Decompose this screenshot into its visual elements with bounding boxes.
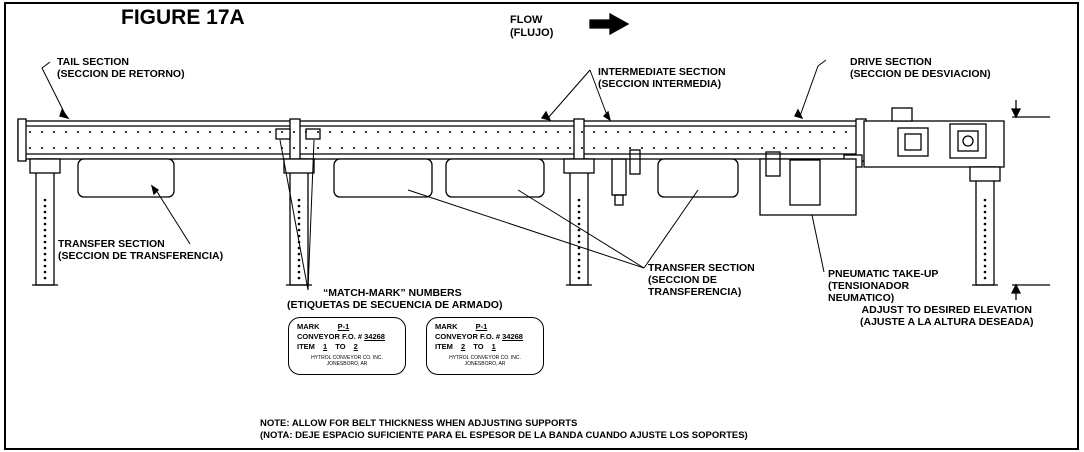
drawing-frame [4, 2, 1079, 450]
tag-fo-value: 34268 [502, 332, 523, 341]
transfer-right-es2: TRANSFERENCIA) [648, 286, 742, 298]
transfer-right-es1: (SECCION DE [648, 274, 717, 286]
note-en: NOTE: ALLOW FOR BELT THICKNESS WHEN ADJU… [260, 418, 578, 429]
intermediate-section-label: INTERMEDIATE SECTION (SECCION INTERMEDIA… [598, 66, 726, 90]
support-legs [29, 158, 1001, 286]
intermediate-section-en: INTERMEDIATE SECTION [598, 66, 726, 78]
transfer-section-left-label: TRANSFER SECTION (SECCION DE TRANSFERENC… [58, 238, 223, 262]
tag-city: JONESBORO, AR [326, 361, 368, 367]
tag-mark-value: P-1 [337, 322, 350, 331]
tag-item-to: 1 [491, 342, 496, 351]
drive-section-en: DRIVE SECTION [850, 56, 932, 68]
tag-item-label: ITEM [297, 342, 315, 351]
transfer-units [77, 158, 739, 198]
tag-fo-label: CONVEYOR F.O. # [297, 332, 363, 341]
pneumatic-takeup-label: PNEUMATIC TAKE-UP (TENSIONADOR NEUMATICO… [828, 268, 938, 304]
tag-item-label: ITEM [435, 342, 453, 351]
conveyor-rail [17, 120, 865, 160]
tag-company: HYTROL CONVEYOR CO. INC. [449, 355, 521, 361]
match-mark-label: “MATCH-MARK” NUMBERS (ETIQUETAS DE SECUE… [287, 287, 502, 311]
tail-section-es: (SECCION DE RETORNO) [57, 68, 185, 80]
tag-company: HYTROL CONVEYOR CO. INC. [311, 355, 383, 361]
tag-item-from: 1 [323, 342, 328, 351]
tag-to-label: TO [473, 342, 484, 351]
flow-label-es: (FLUJO) [510, 27, 554, 39]
note: NOTE: ALLOW FOR BELT THICKNESS WHEN ADJU… [260, 418, 748, 442]
drive-section-label: DRIVE SECTION (SECCION DE DESVIACION) [850, 56, 991, 80]
tail-section-label: TAIL SECTION (SECCION DE RETORNO) [57, 56, 185, 80]
tag-fo-value: 34268 [364, 332, 385, 341]
intermediate-section-es: (SECCION INTERMEDIA) [598, 78, 722, 90]
tag-item-from: 2 [461, 342, 466, 351]
elevation-en: ADJUST TO DESIRED ELEVATION [861, 304, 1032, 316]
tag-mark-value: P-1 [475, 322, 488, 331]
elevation-label: ADJUST TO DESIRED ELEVATION (AJUSTE A LA… [860, 304, 1033, 328]
flow-arrow-icon [589, 12, 630, 36]
transfer-left-es: (SECCION DE TRANSFERENCIA) [58, 250, 224, 262]
tail-section-en: TAIL SECTION [57, 56, 129, 68]
tag-mark-label: MARK [297, 322, 320, 331]
takeup-en: PNEUMATIC TAKE-UP [828, 268, 939, 280]
tag-mark-label: MARK [435, 322, 458, 331]
match-mark-tag-2: MARK P-1 CONVEYOR F.O. # 34268 ITEM 2 TO… [426, 317, 544, 375]
flow-label-en: FLOW [510, 14, 543, 26]
tag-fo-label: CONVEYOR F.O. # [435, 332, 501, 341]
transfer-section-right-label: TRANSFER SECTION (SECCION DE TRANSFERENC… [648, 262, 755, 298]
takeup-es2: NEUMATICO) [828, 292, 895, 304]
match-mark-es: (ETIQUETAS DE SECUENCIA DE ARMADO) [287, 299, 503, 311]
leader-lines [41, 59, 827, 291]
elevation-es: (AJUSTE A LA ALTURA DESEADA) [860, 316, 1034, 328]
transfer-left-en: TRANSFER SECTION [58, 238, 165, 250]
match-mark-en: “MATCH-MARK” NUMBERS [323, 287, 462, 299]
takeup-es1: (TENSIONADOR [828, 280, 910, 292]
drive-section-es: (SECCION DE DESVIACION) [850, 68, 991, 80]
tag-to-label: TO [335, 342, 346, 351]
tag-item-to: 2 [353, 342, 358, 351]
tag-city: JONESBORO, AR [464, 361, 506, 367]
figure-title: FIGURE 17A [121, 6, 245, 29]
note-es: (NOTA: DEJE ESPACIO SUFICIENTE PARA EL E… [260, 430, 748, 441]
transfer-right-en: TRANSFER SECTION [648, 262, 755, 274]
match-mark-tag-1: MARK P-1 CONVEYOR F.O. # 34268 ITEM 1 TO… [288, 317, 406, 375]
flow-label: FLOW (FLUJO) [510, 14, 553, 40]
